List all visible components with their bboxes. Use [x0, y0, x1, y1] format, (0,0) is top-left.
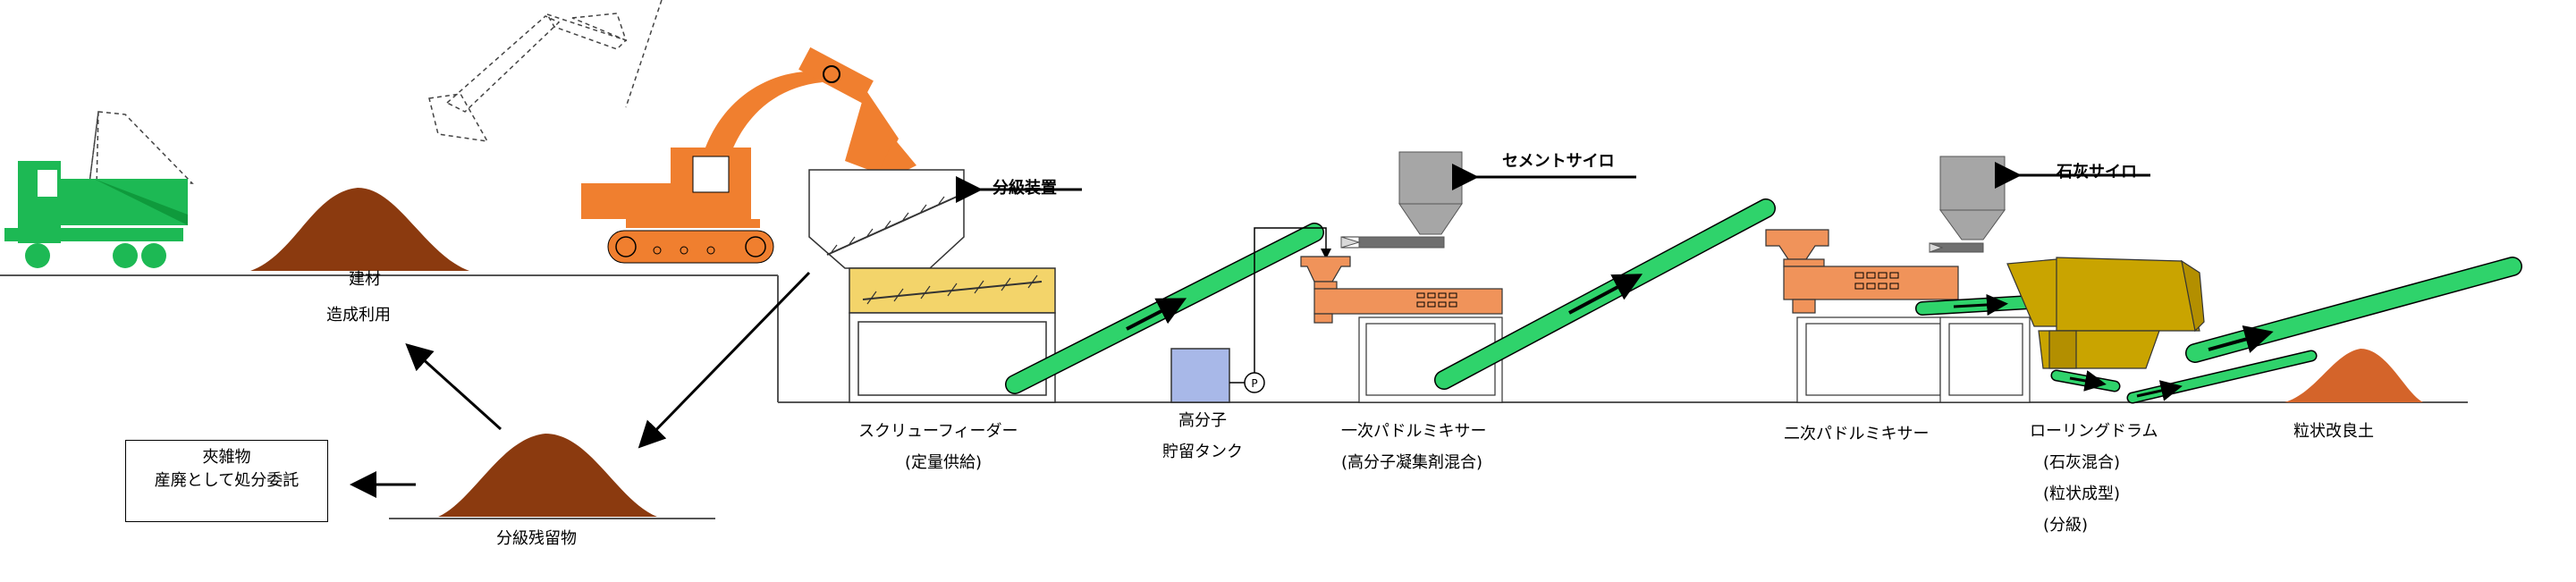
drum-output-conveyor-lower — [2050, 369, 2121, 392]
secondary-mixer-label: 二次パドルミキサー — [1784, 425, 1930, 443]
building-material-label-line1: 建材 — [349, 270, 381, 289]
foreign-matter-label-line2: 産廃として処分委託 — [154, 471, 300, 490]
building-material-label-line2: 造成利用 — [326, 306, 391, 325]
excavator-icon — [581, 46, 916, 264]
classifier-hopper — [808, 169, 965, 269]
excavator-arm-raised-outline — [428, 0, 663, 142]
classification-residue-soil-pile — [438, 434, 657, 517]
conveyor-to-drum — [1915, 293, 2037, 316]
screw-feeder-label-line2: (定量供給) — [905, 453, 983, 472]
cement-silo-label: セメントサイロ — [1502, 152, 1615, 171]
secondary-paddle-mixer — [1765, 229, 2031, 403]
primary-mixer-label-line1: 一次パドルミキサー — [1341, 422, 1487, 441]
polymer-tank-label-line1: 高分子 — [1178, 411, 1227, 430]
conveyor-2 — [1434, 198, 1776, 390]
rolling-drum-label-line4: (分級) — [2043, 516, 2089, 535]
cement-silo — [1340, 151, 1463, 249]
rolling-drum-label-line3: (粒状成型) — [2043, 485, 2121, 503]
polymer-tank-label-line2: 貯留タンク — [1162, 443, 1243, 461]
drum-output-conveyor-return — [2126, 350, 2318, 404]
lime-silo-label: 石灰サイロ — [2057, 163, 2137, 181]
foreign-matter-label-line1: 夾雑物 — [202, 448, 251, 467]
lime-silo — [1929, 156, 2006, 253]
classifier-label: 分級装置 — [992, 179, 1057, 198]
granular-improved-soil-label: 粒状改良土 — [2293, 422, 2374, 441]
dump-truck-icon — [4, 161, 188, 268]
conveyor-1 — [1005, 223, 1324, 394]
arrow-residue-to-building-material — [405, 342, 503, 431]
dump-truck-bed-raised-outline — [89, 111, 194, 190]
ground-lines — [0, 274, 2468, 519]
classification-residue-label: 分級残留物 — [496, 529, 577, 548]
arrow-classifier-to-residue — [638, 271, 811, 449]
primary-paddle-mixer — [1300, 256, 1503, 403]
building-material-soil-pile — [250, 188, 469, 271]
rolling-drum — [2006, 257, 2205, 369]
rolling-drum-label-line2: (石灰混合) — [2043, 453, 2121, 472]
pump-label: P — [1251, 377, 1257, 390]
screw-feeder-label-line1: スクリューフィーダー — [858, 422, 1018, 441]
polymer-storage-tank: P — [1170, 227, 1331, 403]
conveyor-output — [2185, 257, 2522, 363]
rolling-drum-label-line1: ローリングドラム — [2030, 422, 2158, 441]
foreign-matter-box: 夾雑物 産廃として処分委託 — [125, 440, 328, 522]
primary-mixer-label-line2: (高分子凝集剤混合) — [1341, 453, 1483, 472]
granular-improved-soil-pile — [2285, 349, 2423, 402]
